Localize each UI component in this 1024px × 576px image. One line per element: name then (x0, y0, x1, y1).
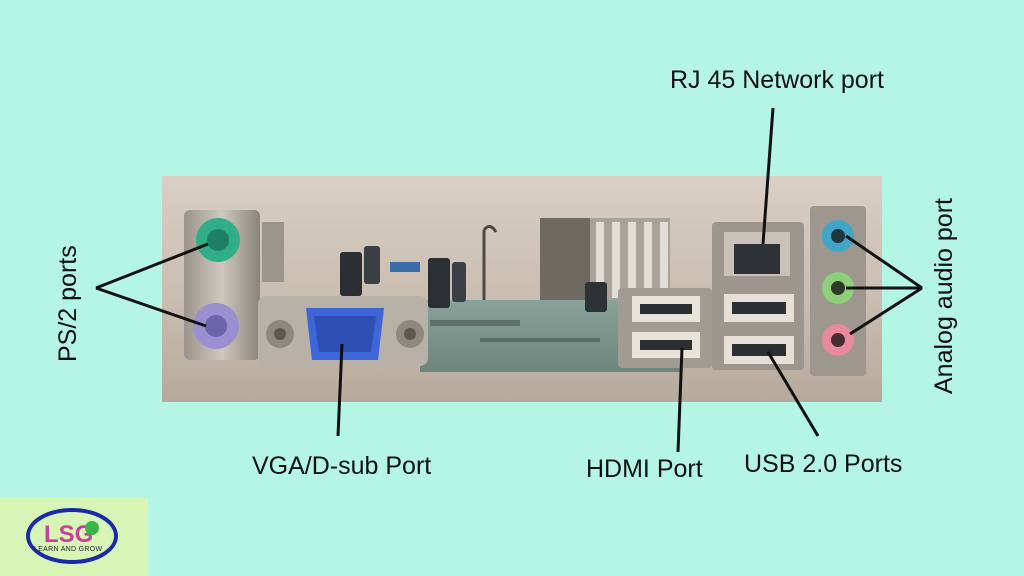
capacitors (340, 246, 607, 312)
audio-line-pink (849, 286, 923, 336)
logo-icon: LSG (26, 508, 118, 564)
ps2-line-mouse (95, 286, 207, 328)
vga-line (336, 343, 344, 437)
ps2-label: PS/2 ports (54, 245, 82, 362)
rj45-line (761, 107, 775, 245)
rj45-usb-stack (712, 222, 804, 370)
audio-jacks (810, 206, 866, 376)
hdmi-line (676, 347, 684, 453)
usb-line (766, 351, 820, 437)
rj45-label: RJ 45 Network port (670, 66, 884, 94)
leader-lines (95, 107, 923, 453)
ps2-line-keyboard (95, 242, 209, 290)
vga-label: VGA/D-sub Port (252, 452, 432, 480)
logo-caption: LEARN AND GROW (34, 546, 103, 553)
hdmi-label: HDMI Port (586, 455, 703, 483)
logo-panel: LSG (0, 498, 148, 576)
audio-line-blue (845, 234, 923, 290)
audio-label: Analog audio port (930, 198, 958, 394)
usb-label: USB 2.0 Ports (744, 450, 903, 478)
vga-port (258, 296, 428, 366)
logo-letters: LSG (44, 521, 93, 548)
hdmi-usb-stack (618, 288, 712, 368)
